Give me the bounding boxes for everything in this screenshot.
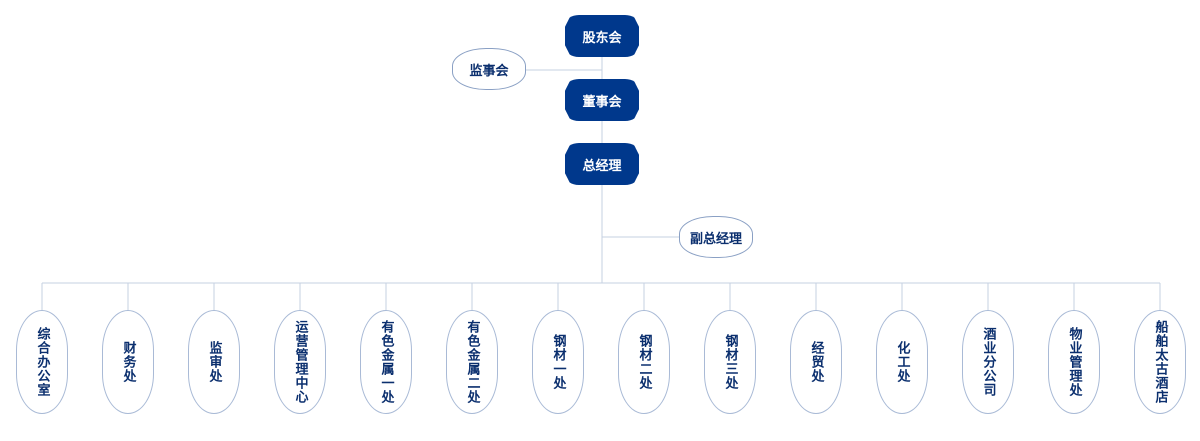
dept-label: 有色金属二处 <box>464 320 480 404</box>
dept-economic-trade: 经贸处 <box>790 310 842 414</box>
general-manager-node: 总经理 <box>565 143 639 185</box>
supervisory-board-label: 监事会 <box>469 63 509 79</box>
dept-label: 船舶太古酒店 <box>1152 320 1168 404</box>
dept-label: 有色金属一处 <box>378 320 394 404</box>
dept-label: 综合办公室 <box>34 327 50 397</box>
dept-label: 钢材二处 <box>636 334 652 390</box>
dept-audit: 监审处 <box>188 310 240 414</box>
dept-label: 酒业分公司 <box>980 327 996 397</box>
dept-label: 运营管理中心 <box>292 320 308 404</box>
dept-nonferrous-1: 有色金属一处 <box>360 310 412 414</box>
supervisory-board-node: 监事会 <box>452 48 526 90</box>
dept-property-management: 物业管理处 <box>1048 310 1100 414</box>
dept-operations-center: 运营管理中心 <box>274 310 326 414</box>
dept-chemical: 化工处 <box>876 310 928 414</box>
dept-label: 物业管理处 <box>1066 327 1082 397</box>
dept-label: 监审处 <box>206 341 222 383</box>
shareholders-node: 股东会 <box>565 15 639 57</box>
dept-liquor-branch: 酒业分公司 <box>962 310 1014 414</box>
general-manager-label: 总经理 <box>582 158 622 174</box>
board-of-directors-label: 董事会 <box>582 94 622 110</box>
dept-label: 钢材一处 <box>550 334 566 390</box>
dept-finance: 财务处 <box>102 310 154 414</box>
dept-steel-1: 钢材一处 <box>532 310 584 414</box>
deputy-general-manager-node: 副总经理 <box>679 216 753 258</box>
dept-nonferrous-2: 有色金属二处 <box>446 310 498 414</box>
dept-label: 财务处 <box>120 341 136 383</box>
dept-general-office: 综合办公室 <box>16 310 68 414</box>
deputy-general-manager-label: 副总经理 <box>689 231 742 247</box>
dept-ship-taikoo-hotel: 船舶太古酒店 <box>1134 310 1186 414</box>
dept-label: 化工处 <box>894 341 910 383</box>
dept-steel-2: 钢材二处 <box>618 310 670 414</box>
board-of-directors-node: 董事会 <box>565 79 639 121</box>
shareholders-label: 股东会 <box>582 30 622 46</box>
dept-steel-3: 钢材三处 <box>704 310 756 414</box>
dept-label: 经贸处 <box>808 341 824 383</box>
dept-label: 钢材三处 <box>722 334 738 390</box>
